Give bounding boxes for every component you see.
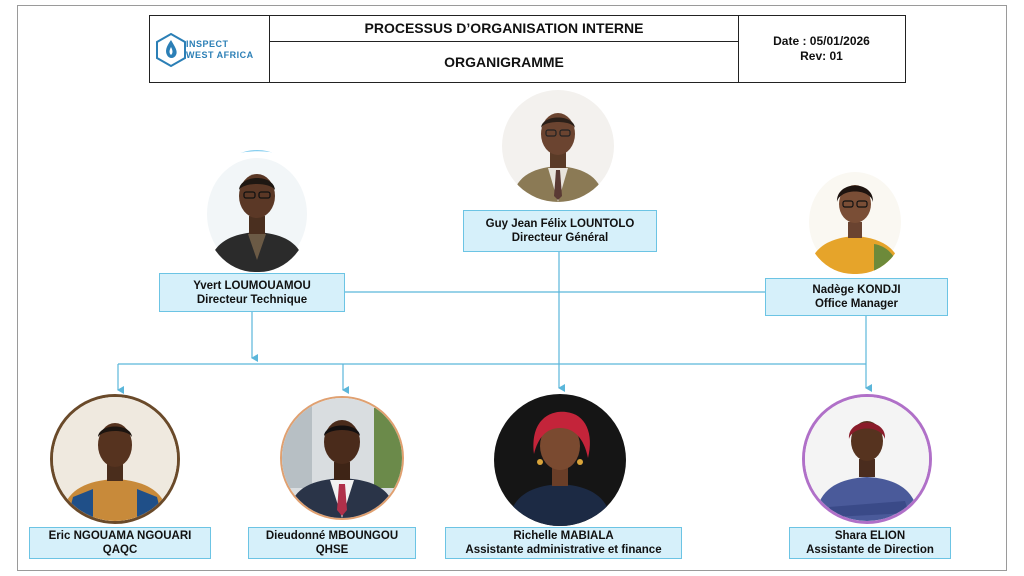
logo-cell: INSPECT WEST AFRICA xyxy=(150,16,270,82)
document-subtitle: ORGANIGRAMME xyxy=(270,42,739,82)
document-meta: Date : 05/01/2026 Rev: 01 xyxy=(739,16,904,82)
logo-line1: INSPECT xyxy=(186,39,229,49)
name-om: Nadège KONDJI xyxy=(812,284,901,296)
portrait-dg-icon xyxy=(502,90,614,202)
photo-adm xyxy=(494,394,626,526)
portrait-ad-icon xyxy=(805,397,929,521)
photo-ad xyxy=(802,394,932,524)
page-frame xyxy=(17,5,1007,571)
role-ad: Assistante de Direction xyxy=(806,544,934,556)
box-adm: Richelle MABIALA Assistante administrati… xyxy=(445,527,682,559)
name-qhse: Dieudonné MBOUNGOU xyxy=(265,530,399,542)
role-adm: Assistante administrative et finance xyxy=(465,544,662,556)
box-dg: Guy Jean Félix LOUNTOLO Directeur Généra… xyxy=(463,210,657,252)
name-qaqc: Eric NGOUAMA NGOUARI xyxy=(48,530,192,542)
role-dg: Directeur Général xyxy=(511,232,609,244)
name-dt: Yvert LOUMOUAMOU xyxy=(193,279,311,292)
portrait-qhse-icon xyxy=(282,398,402,518)
portrait-adm-icon xyxy=(494,394,626,526)
box-qhse: Dieudonné MBOUNGOU QHSE xyxy=(248,527,416,559)
photo-om xyxy=(804,158,906,274)
document-date: Date : 05/01/2026 xyxy=(773,34,870,48)
role-qhse: QHSE xyxy=(315,544,349,556)
name-adm: Richelle MABIALA xyxy=(513,530,614,542)
portrait-dt-icon xyxy=(204,150,310,272)
name-dg: Guy Jean Félix LOUNTOLO xyxy=(485,218,635,230)
box-om: Nadège KONDJI Office Manager xyxy=(765,278,948,316)
role-dt: Directeur Technique xyxy=(196,293,308,306)
role-qaqc: QAQC xyxy=(102,544,138,556)
role-om: Office Manager xyxy=(814,298,899,310)
name-ad: Shara ELION xyxy=(834,530,906,542)
box-qaqc: Eric NGOUAMA NGOUARI QAQC xyxy=(29,527,211,559)
logo-text: INSPECT WEST AFRICA xyxy=(186,39,254,61)
document-header: INSPECT WEST AFRICA PROCESSUS D’ORGANISA… xyxy=(149,15,906,83)
box-dt: Yvert LOUMOUAMOU Directeur Technique xyxy=(159,273,345,312)
photo-dt xyxy=(204,150,310,272)
document-revision: Rev: 01 xyxy=(800,49,843,63)
portrait-qaqc-icon xyxy=(53,397,177,521)
document-title: PROCESSUS D’ORGANISATION INTERNE xyxy=(270,16,739,42)
company-logo-icon xyxy=(156,33,186,67)
photo-qaqc xyxy=(50,394,180,524)
photo-qhse xyxy=(280,396,404,520)
logo-line2: WEST AFRICA xyxy=(186,50,254,60)
portrait-om-icon xyxy=(804,158,906,274)
box-ad: Shara ELION Assistante de Direction xyxy=(789,527,951,559)
photo-dg xyxy=(502,90,614,202)
